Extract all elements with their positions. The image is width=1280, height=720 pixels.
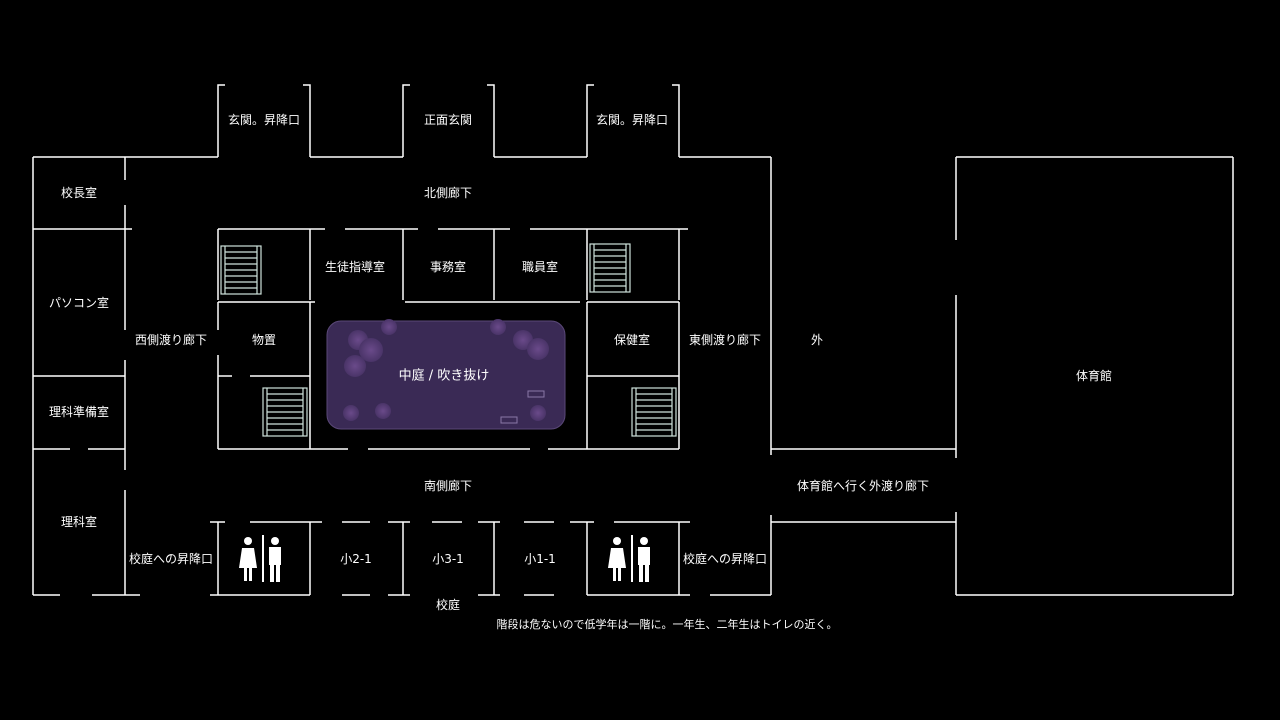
room-schoolyard: 校庭 — [435, 598, 461, 612]
room-gym-walkway: 体育館へ行く外渡り廊下 — [796, 479, 930, 493]
stairs-icon — [262, 387, 308, 437]
room-south-corridor: 南側廊下 — [423, 479, 473, 493]
room-courtyard: 中庭 / 吹き抜け — [398, 368, 490, 384]
courtyard-area — [326, 319, 566, 430]
stairs-icon — [631, 387, 677, 437]
room-computer: パソコン室 — [48, 296, 110, 310]
room-north-corridor: 北側廊下 — [423, 186, 473, 200]
restroom-icon — [239, 535, 281, 582]
room-guidance: 生徒指導室 — [324, 260, 386, 274]
walls — [32, 84, 1234, 596]
map-note: 階段は危ないので低学年は一階に。一年生、二年生はトイレの近く。 — [496, 618, 838, 631]
room-west-corridor: 西側渡り廊下 — [134, 333, 208, 347]
room-science: 理科室 — [60, 515, 98, 529]
room-entrance-west: 玄関。昇降口 — [227, 113, 301, 127]
room-entrance-east: 玄関。昇降口 — [595, 113, 669, 127]
room-class-2-1: 小2-1 — [340, 552, 372, 566]
room-class-1-1: 小1-1 — [524, 552, 556, 566]
bench-icon — [527, 390, 545, 398]
bench-icon — [500, 416, 518, 424]
room-main-entrance: 正面玄関 — [423, 113, 473, 127]
room-storage: 物置 — [251, 333, 277, 347]
room-class-3-1: 小3-1 — [432, 552, 464, 566]
room-nurse: 保健室 — [613, 333, 651, 347]
room-gym: 体育館 — [1075, 369, 1113, 383]
room-staff: 職員室 — [521, 260, 559, 274]
stairs-icon — [589, 243, 631, 293]
room-east-corridor: 東側渡り廊下 — [688, 333, 762, 347]
room-schoolyard-entrance-west: 校庭への昇降口 — [128, 552, 214, 566]
room-schoolyard-entrance-east: 校庭への昇降口 — [682, 552, 768, 566]
room-office: 事務室 — [429, 260, 467, 274]
restroom-icon — [608, 535, 650, 582]
room-principal: 校長室 — [60, 186, 98, 200]
room-outside: 外 — [810, 333, 824, 347]
stairs-icon — [220, 245, 262, 295]
room-science-prep: 理科準備室 — [48, 405, 110, 419]
